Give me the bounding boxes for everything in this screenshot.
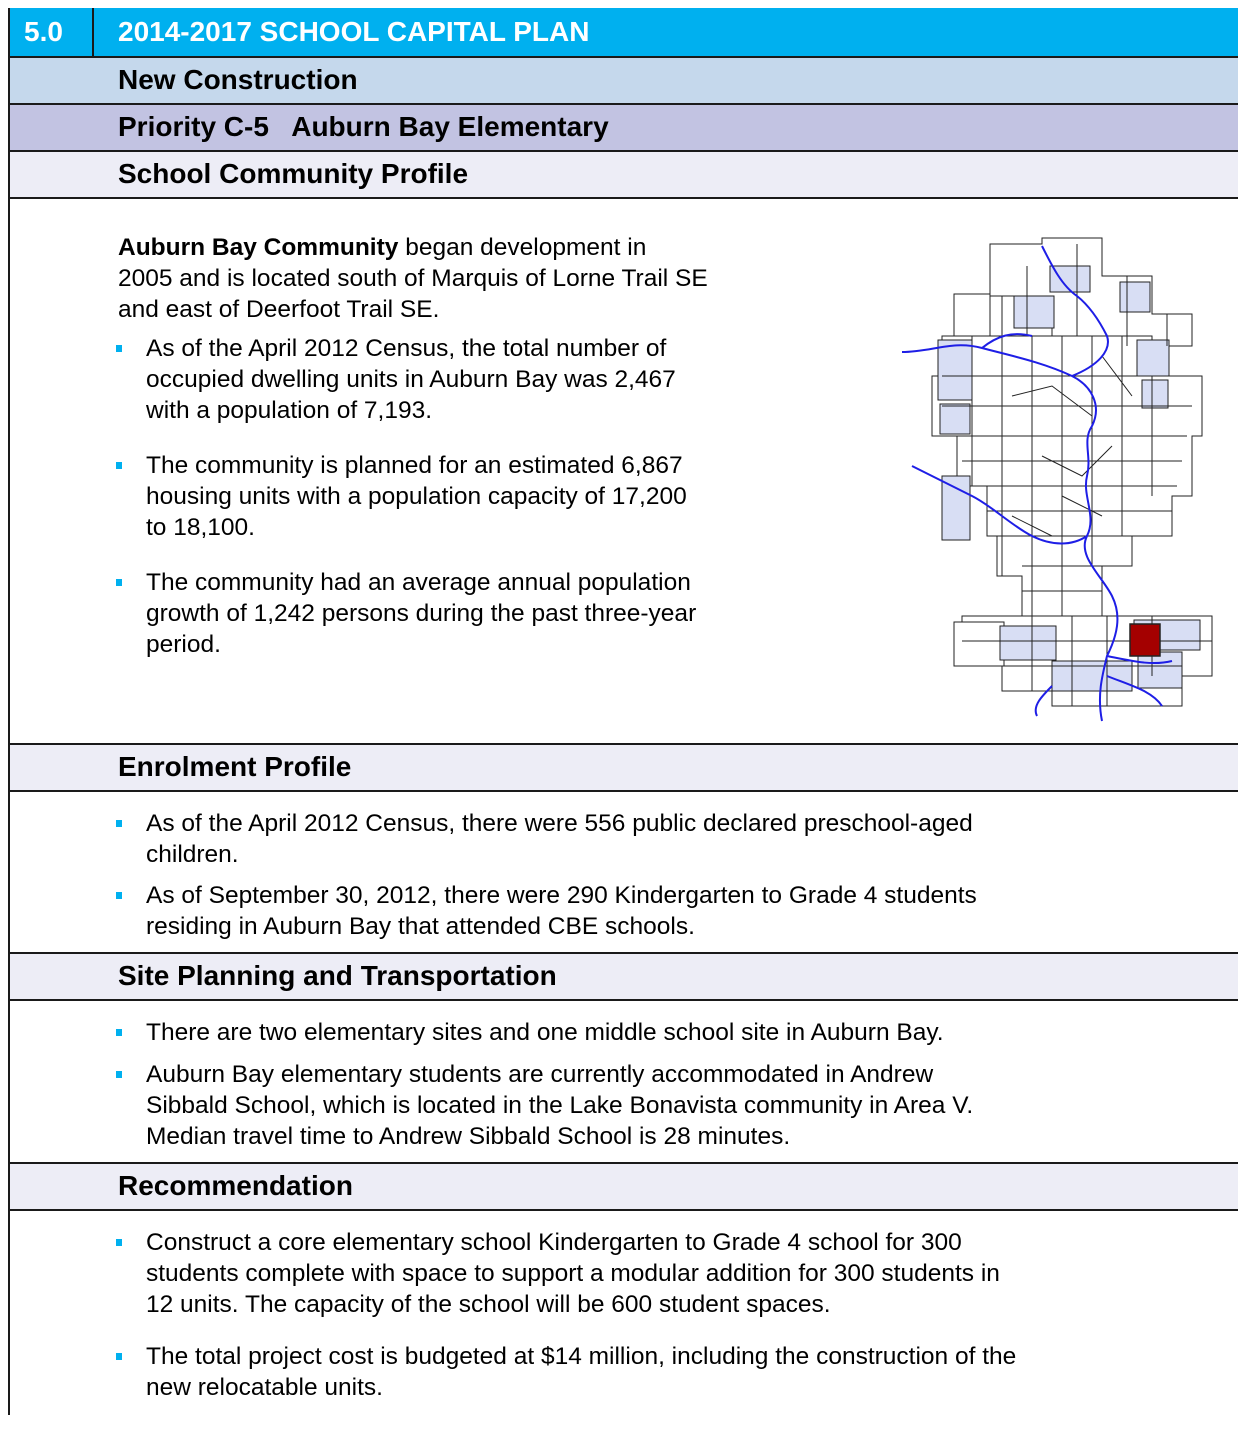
bullet-line: housing units with a population capacity…	[146, 483, 687, 510]
bullet-line: Sibbald School, which is located in the …	[146, 1092, 974, 1119]
calgary-community-map	[902, 237, 1213, 722]
bullet-line: The total project cost is budgeted at $1…	[146, 1343, 1017, 1370]
enrolment-bullet-1: As of the April 2012 Census, there were …	[116, 808, 973, 870]
community-bullet-1: As of the April 2012 Census, the total n…	[116, 333, 676, 426]
bullet-line: As of the April 2012 Census, there were …	[146, 810, 973, 837]
site-bullet-2: Auburn Bay elementary students are curre…	[115, 1059, 974, 1152]
recommendation-body: Construct a core elementary school Kinde…	[10, 1211, 1238, 1415]
category-label: New Construction	[118, 64, 358, 95]
community-profile-heading: School Community Profile	[118, 158, 469, 189]
bullet-line: growth of 1,242 persons during the past …	[146, 600, 697, 627]
site-planning-heading: Site Planning and Transportation	[118, 960, 557, 991]
intro-line-1: Auburn Bay Community began development i…	[118, 232, 708, 263]
section-number: 5.0	[10, 8, 94, 56]
community-intro: Auburn Bay Community began development i…	[118, 232, 708, 325]
bullet-line: The community is planned for an estimate…	[146, 452, 683, 479]
site-bullet-1: There are two elementary sites and one m…	[116, 1017, 944, 1048]
community-bullet-2: The community is planned for an estimate…	[116, 450, 687, 543]
section-header: 5.0 2014-2017 SCHOOL CAPITAL PLAN	[10, 8, 1238, 58]
recommendation-heading: Recommendation	[118, 1170, 353, 1201]
enrolment-heading: Enrolment Profile	[118, 751, 352, 782]
bullet-line: There are two elementary sites and one m…	[146, 1019, 944, 1046]
bullet-line: 12 units. The capacity of the school wil…	[146, 1291, 831, 1318]
enrolment-body: As of the April 2012 Census, there were …	[10, 792, 1238, 954]
bullet-line: As of September 30, 2012, there were 290…	[146, 882, 977, 909]
section-title: 2014-2017 SCHOOL CAPITAL PLAN	[118, 16, 590, 47]
category-band: New Construction	[10, 58, 1238, 105]
bullet-line: to 18,100.	[146, 514, 255, 541]
bullet-line: Auburn Bay elementary students are curre…	[146, 1061, 934, 1088]
bullet-line: The community had an average annual popu…	[146, 569, 691, 596]
intro-line-3: and east of Deerfoot Trail SE.	[118, 296, 440, 323]
community-profile-heading-band: School Community Profile	[10, 152, 1238, 199]
bullet-line: children.	[146, 841, 239, 868]
community-bullet-3: The community had an average annual popu…	[115, 567, 697, 660]
site-planning-heading-band: Site Planning and Transportation	[10, 954, 1238, 1001]
map-block	[953, 293, 991, 337]
enrolment-heading-band: Enrolment Profile	[10, 745, 1238, 792]
bullet-line: Median travel time to Andrew Sibbald Sch…	[146, 1123, 791, 1150]
bullet-line: with a population of 7,193.	[146, 397, 433, 424]
community-profile-body: Auburn Bay Community began development i…	[10, 199, 1238, 745]
intro-line-1-rest: began development in	[398, 234, 647, 261]
site-planning-body: There are two elementary sites and one m…	[10, 1001, 1238, 1164]
bullet-line: students complete with space to support …	[146, 1260, 1000, 1287]
priority-band: Priority C-5 Auburn Bay Elementary	[10, 105, 1238, 152]
bullet-line: As of the April 2012 Census, the total n…	[146, 335, 667, 362]
rivers	[902, 245, 1173, 722]
map-block	[953, 621, 1005, 667]
bullet-line: new relocatable units.	[146, 1374, 383, 1401]
recommendation-bullet-2: The total project cost is budgeted at $1…	[115, 1341, 1017, 1403]
intro-bold: Auburn Bay Community	[118, 234, 399, 261]
bullet-line: Construct a core elementary school Kinde…	[146, 1229, 962, 1256]
capital-plan-table: 5.0 2014-2017 SCHOOL CAPITAL PLAN New Co…	[8, 8, 1238, 1415]
bullet-line: occupied dwelling units in Auburn Bay wa…	[146, 366, 676, 393]
priority-label: Priority C-5 Auburn Bay Elementary	[118, 111, 609, 142]
bullet-line: period.	[146, 631, 221, 658]
enrolment-bullet-2: As of September 30, 2012, there were 290…	[116, 880, 977, 942]
bullet-line: residing in Auburn Bay that attended CBE…	[146, 913, 695, 940]
recommendation-bullet-1: Construct a core elementary school Kinde…	[116, 1227, 1000, 1320]
intro-line-2: 2005 and is located south of Marquis of …	[118, 265, 708, 292]
recommendation-heading-band: Recommendation	[10, 1164, 1238, 1211]
auburn-bay-highlight	[1129, 623, 1161, 657]
